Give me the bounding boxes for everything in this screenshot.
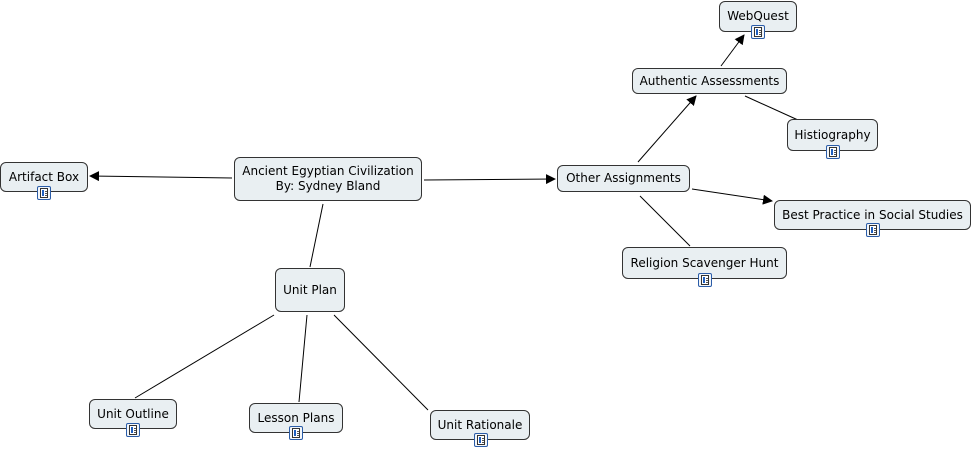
link-other-assignments-to-authentic-assessments <box>637 95 697 163</box>
document-resource-icon[interactable] <box>866 223 880 237</box>
concept-label: Authentic Assessments <box>639 73 780 88</box>
concept-label-line-1: Ancient Egyptian Civilization <box>242 164 414 178</box>
link-ancient-egypt-to-unit-plan <box>309 203 324 268</box>
document-resource-icon[interactable] <box>751 25 765 39</box>
document-resource-icon[interactable] <box>698 273 712 287</box>
concept-label: Lesson Plans <box>257 410 335 425</box>
concept-label: Religion Scavenger Hunt <box>630 255 779 270</box>
concept-label: WebQuest <box>727 9 789 23</box>
concept-authentic-assessments[interactable]: Authentic Assessments <box>632 68 787 94</box>
concept-label: Unit Plan <box>283 282 337 297</box>
link-unit-plan-to-unit-outline <box>134 314 275 399</box>
link-ancient-egypt-to-other-assignments <box>423 174 556 185</box>
concept-label: Unit Rationale <box>437 417 523 432</box>
concept-label: Other Assignments <box>566 171 681 185</box>
concept-other-assignments[interactable]: Other Assignments <box>557 165 690 192</box>
concept-label: Histiography <box>794 127 871 142</box>
link-unit-plan-to-lesson-plans <box>298 314 308 403</box>
concept-ancient-egyptian-civilization[interactable]: Ancient Egyptian Civilization By: Sydney… <box>234 157 422 201</box>
concept-label: Best Practice in Social Studies <box>782 207 963 222</box>
link-authentic-assessments-to-histiography <box>744 95 799 121</box>
document-resource-icon[interactable] <box>826 145 840 159</box>
link-other-assignments-to-best-practice <box>691 188 773 205</box>
link-unit-plan-to-unit-rationale <box>333 314 429 411</box>
concept-label: Artifact Box <box>8 169 80 184</box>
document-resource-icon[interactable] <box>289 426 303 440</box>
link-authentic-assessments-to-webquest <box>720 34 745 67</box>
document-resource-icon[interactable] <box>126 423 140 437</box>
concept-label: Unit Outline <box>97 406 169 421</box>
concept-label-line-2: By: Sydney Bland <box>275 179 381 193</box>
link-ancient-egypt-to-artifact-box <box>89 171 233 182</box>
concept-unit-plan[interactable]: Unit Plan <box>275 268 345 312</box>
link-other-assignments-to-religion-scavenger-hunt <box>639 195 691 247</box>
document-resource-icon[interactable] <box>474 433 488 447</box>
concept-best-practice-in-social-studies[interactable]: Best Practice in Social Studies <box>774 200 971 230</box>
document-resource-icon[interactable] <box>37 186 51 200</box>
